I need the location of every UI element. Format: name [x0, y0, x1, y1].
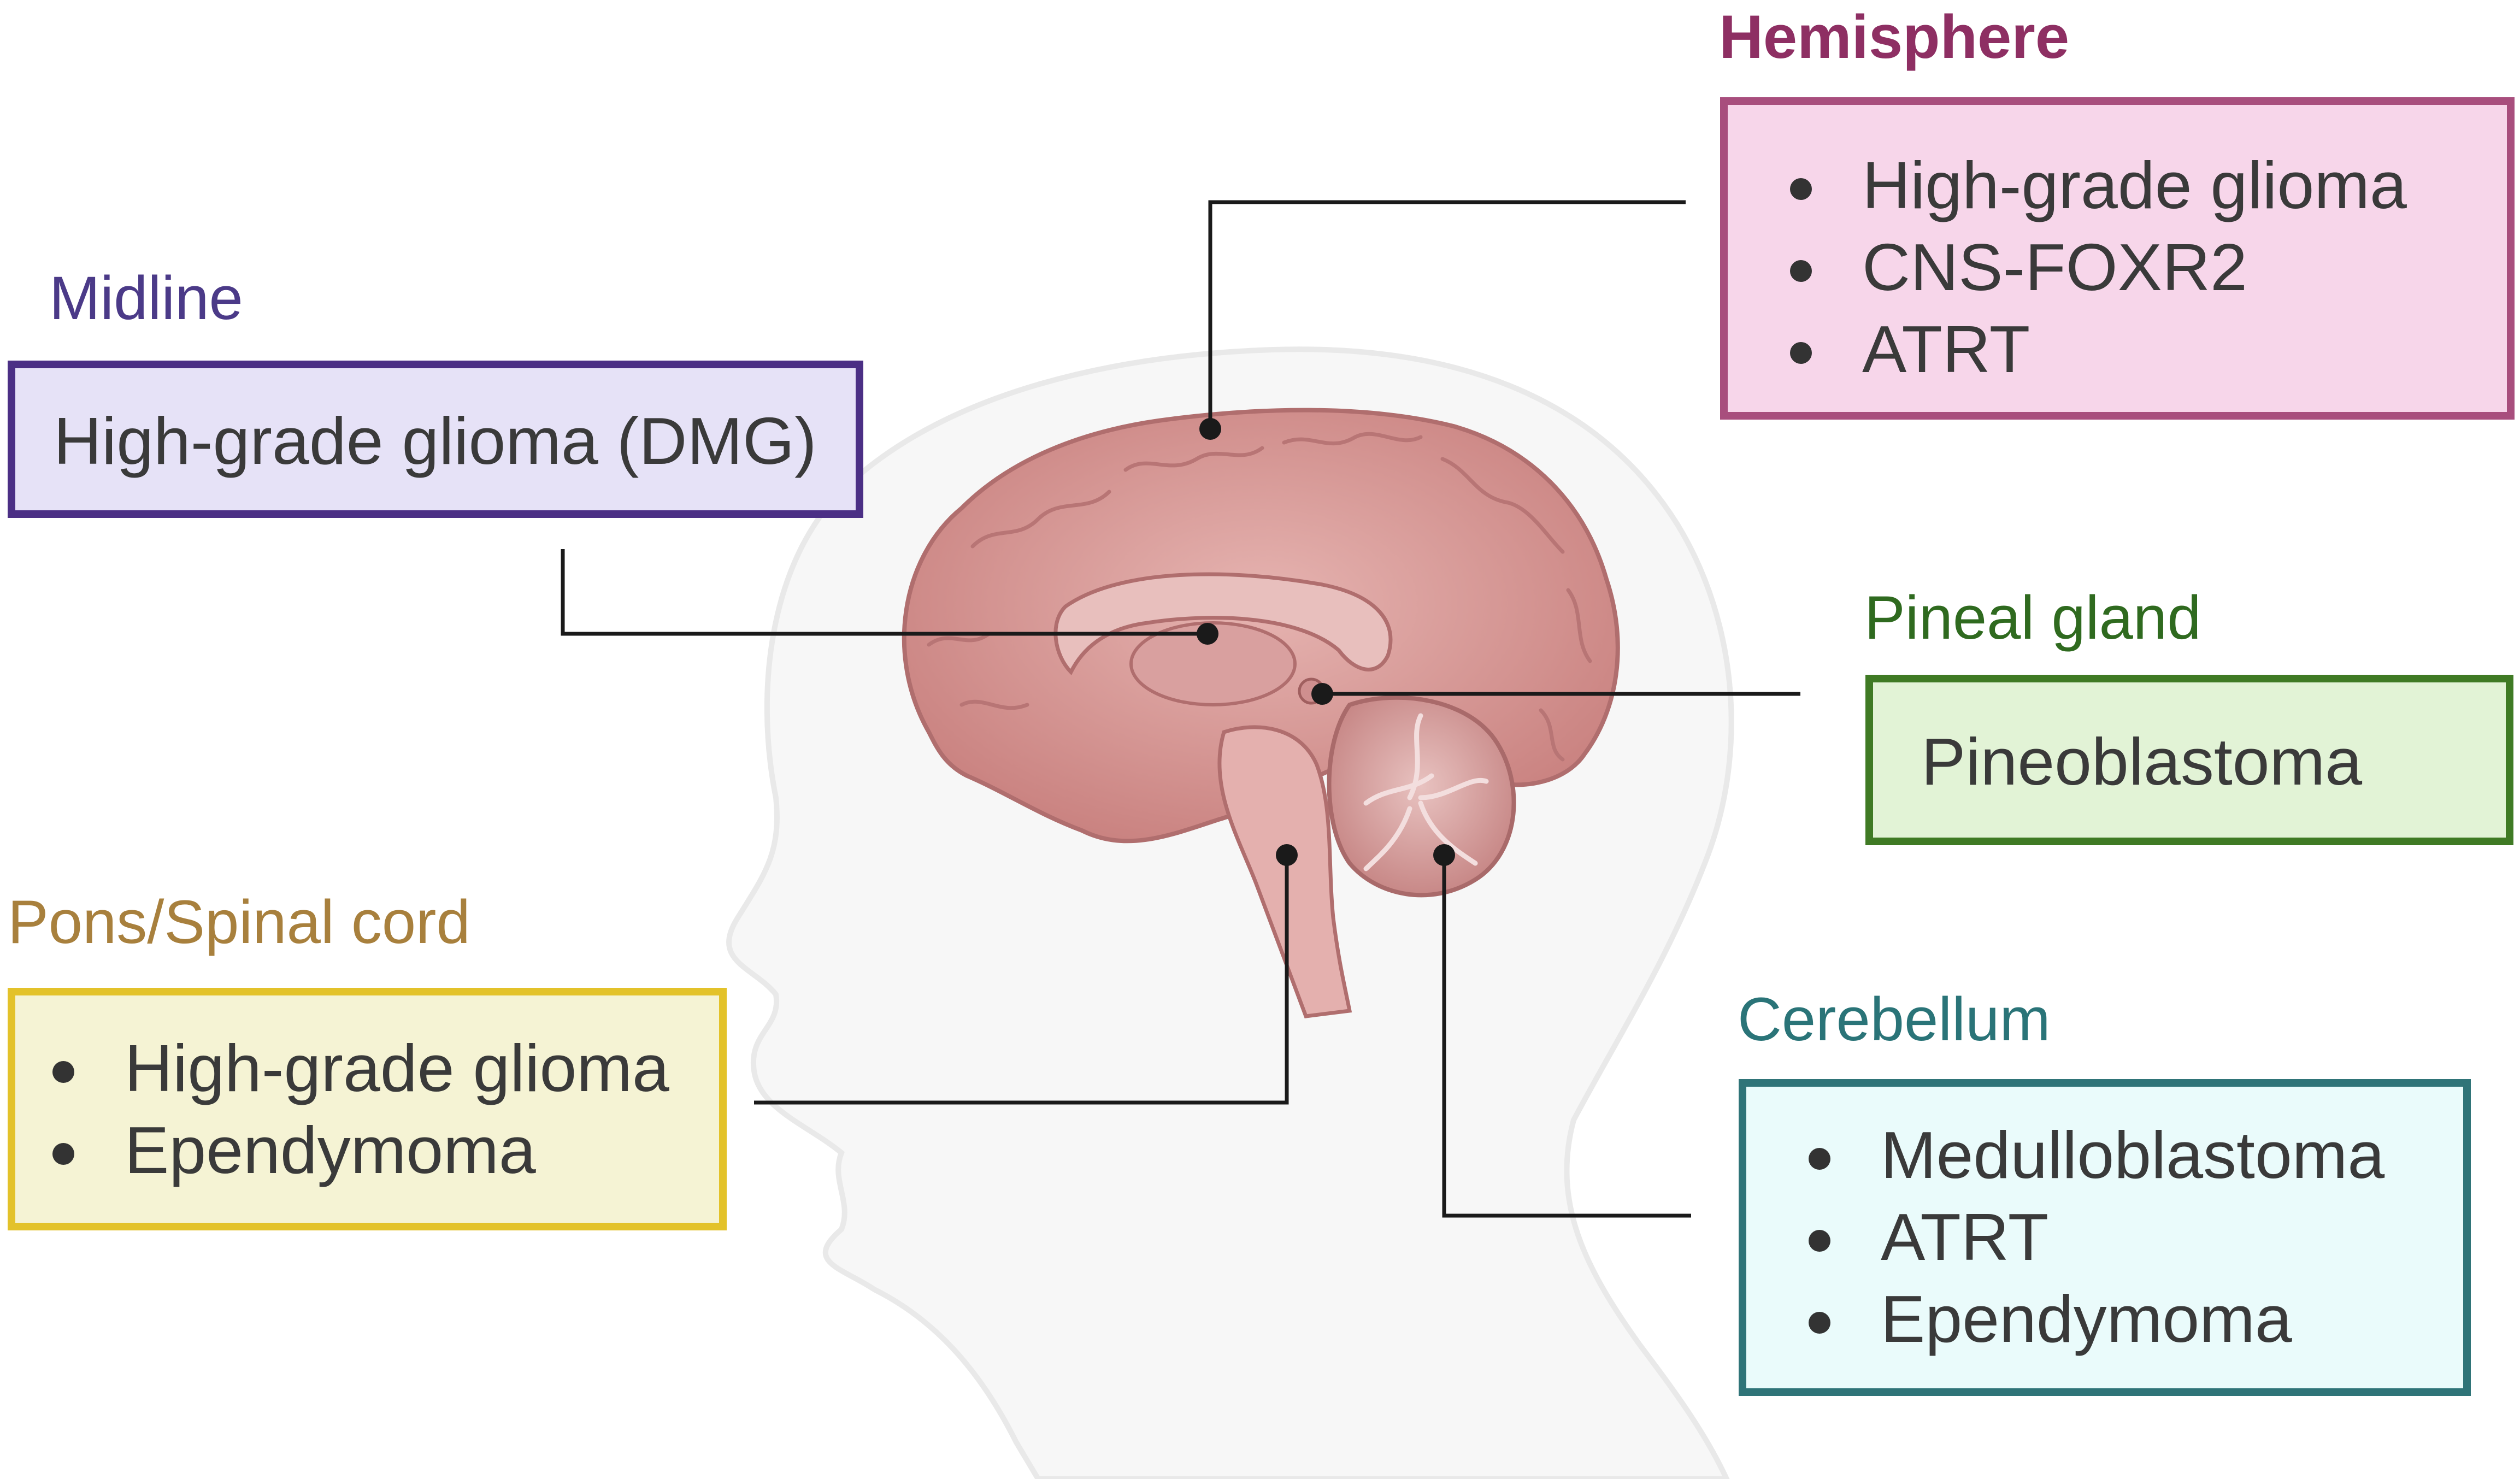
hemisphere-title: Hemisphere — [1719, 3, 2070, 71]
midline-text: High-grade glioma (DMG) — [54, 404, 817, 478]
midline-box: High-grade glioma (DMG) — [8, 361, 863, 518]
pineal-title: Pineal gland — [1864, 584, 2201, 652]
pons-title: Pons/Spinal cord — [8, 888, 470, 956]
list-item: ATRT — [1805, 1196, 2384, 1278]
leader-lines — [561, 200, 1800, 1218]
list-item: High-grade glioma — [49, 1027, 669, 1109]
cerebellum-box: Medulloblastoma ATRT Ependymoma — [1739, 1079, 2471, 1396]
leader-line-cerebellum — [1442, 855, 1691, 1218]
list-item: Medulloblastoma — [1805, 1114, 2384, 1196]
hemisphere-box: High-grade glioma CNS-FOXR2 ATRT — [1720, 97, 2515, 420]
endpoint-pineal — [1311, 683, 1333, 705]
endpoint-midline — [1197, 623, 1218, 645]
cerebellum-title: Cerebellum — [1738, 985, 2051, 1053]
list-item: High-grade glioma — [1787, 144, 2407, 226]
list-item: ATRT — [1787, 308, 2407, 390]
list-item: Ependymoma — [1805, 1278, 2384, 1360]
leader-line-hemisphere — [1208, 200, 1686, 429]
hemisphere-list: High-grade glioma CNS-FOXR2 ATRT — [1787, 144, 2407, 390]
list-item: CNS-FOXR2 — [1787, 226, 2407, 308]
leader-line-midline — [561, 549, 1208, 636]
pineal-text: Pineoblastoma — [1921, 724, 2363, 799]
list-item: Ependymoma — [49, 1109, 669, 1191]
cerebellum-list: Medulloblastoma ATRT Ependymoma — [1805, 1114, 2384, 1360]
pons-list: High-grade glioma Ependymoma — [49, 1027, 669, 1191]
endpoint-hemisphere — [1199, 418, 1221, 440]
midline-title: Midline — [49, 264, 243, 332]
endpoint-pons — [1276, 844, 1298, 866]
brain-sagittal-icon — [902, 408, 1620, 1018]
leader-endpoints — [1197, 418, 1455, 866]
endpoint-cerebellum — [1433, 844, 1455, 866]
leader-line-pons — [754, 855, 1289, 1105]
pons-box: High-grade glioma Ependymoma — [8, 988, 727, 1230]
pineal-box: Pineoblastoma — [1865, 675, 2513, 845]
